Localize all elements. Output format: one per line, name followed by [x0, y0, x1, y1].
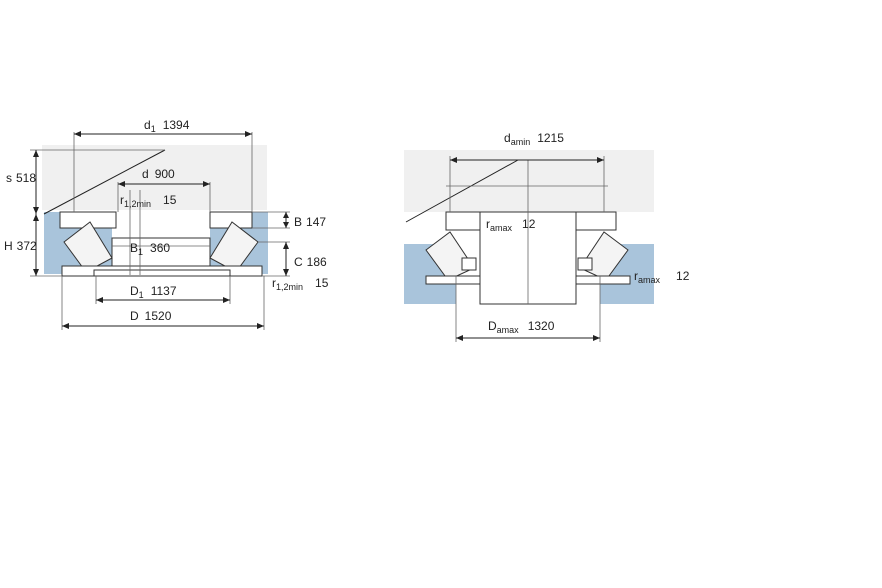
left-bearing-section	[42, 145, 268, 277]
right-cage-right	[577, 257, 593, 271]
right-cage-left	[461, 257, 477, 271]
left-roller-right	[209, 221, 259, 273]
left-washer-inner	[93, 269, 231, 277]
right-bearing-section	[404, 150, 654, 305]
right-housing-washer-right	[575, 275, 631, 285]
left-roller-left	[63, 221, 113, 273]
right-housing-washer-left	[425, 275, 481, 285]
